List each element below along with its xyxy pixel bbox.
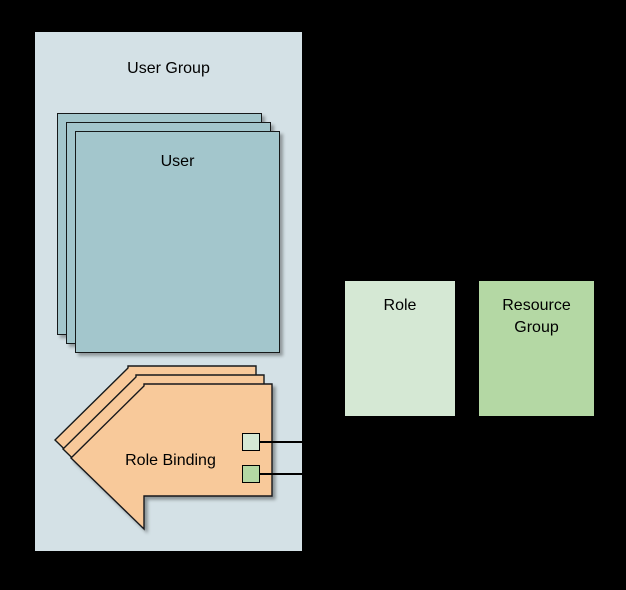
user-label: User bbox=[160, 153, 195, 170]
user-group-label: User Group bbox=[127, 60, 210, 77]
role-binding-shape-front[interactable] bbox=[69, 383, 289, 544]
user-card-front[interactable] bbox=[75, 131, 280, 353]
role-port-icon[interactable] bbox=[242, 433, 260, 451]
resource-group-node[interactable]: Resource Group bbox=[479, 281, 594, 416]
role-node[interactable]: Role bbox=[345, 281, 455, 416]
role-label: Role bbox=[383, 297, 417, 314]
edge-role-binding-to-role bbox=[258, 441, 302, 443]
resource-group-label: Resource Group bbox=[502, 297, 571, 336]
edge-role-binding-to-resource-group bbox=[258, 473, 302, 475]
resource-port-icon[interactable] bbox=[242, 465, 260, 483]
